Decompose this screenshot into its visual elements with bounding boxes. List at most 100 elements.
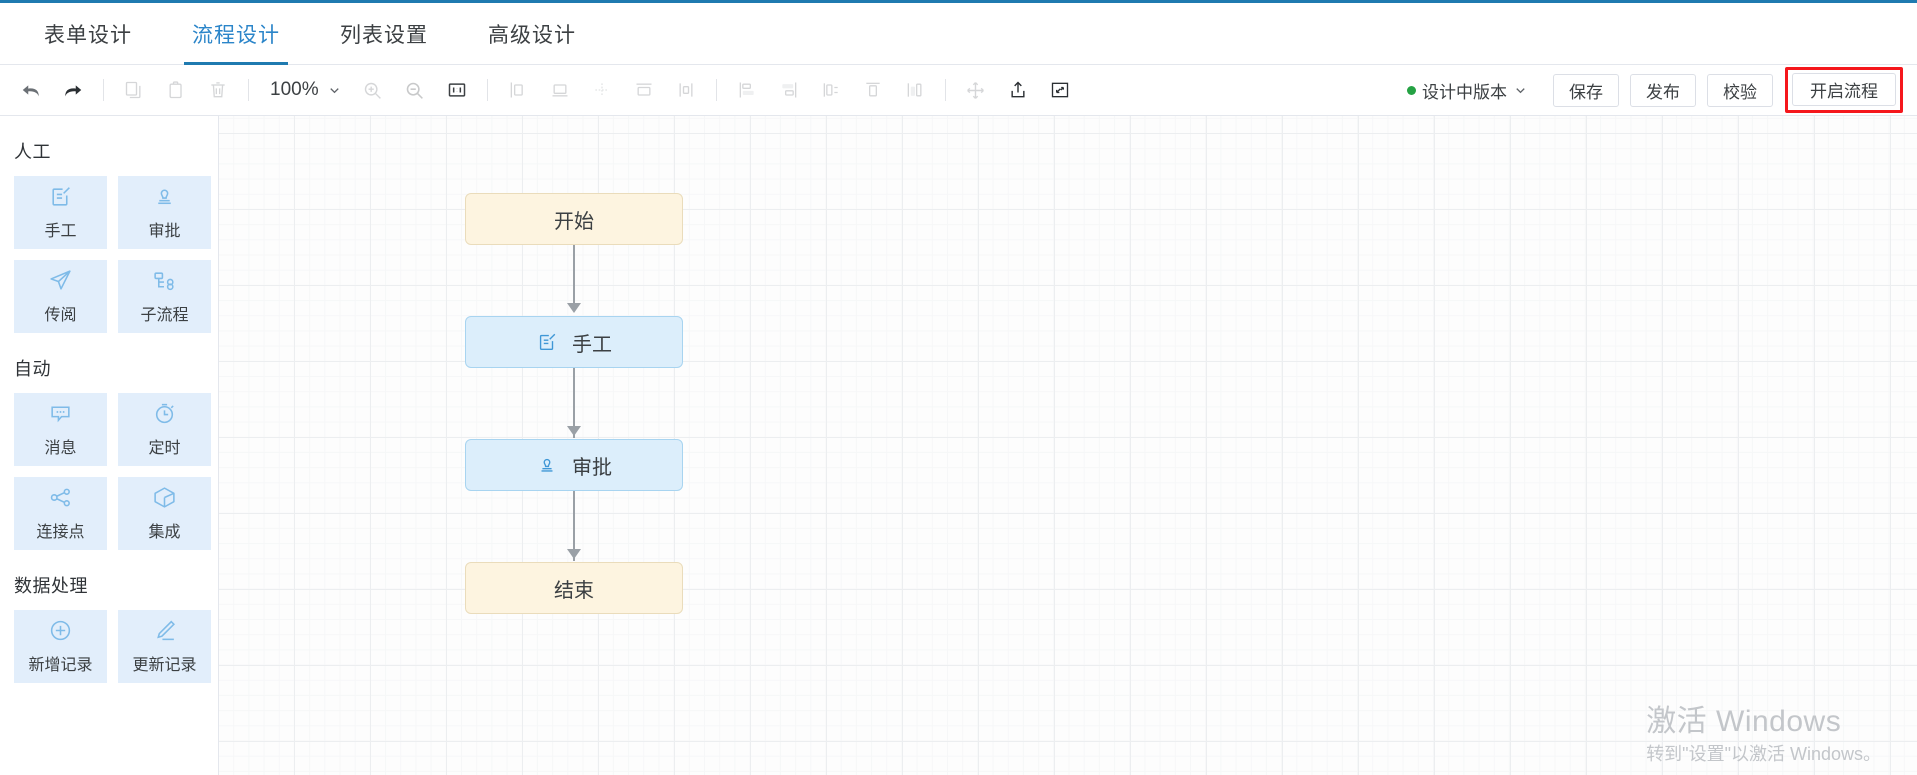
toolbar: 100% [0,65,1917,116]
node-palette-sidebar: 人工 手工 审批 传阅 [0,116,219,775]
palette-item-connector[interactable]: 连接点 [14,477,107,550]
tab-flow-design[interactable]: 流程设计 [162,3,310,65]
distribute-icon[interactable] [581,73,623,107]
palette-item-integration[interactable]: 集成 [118,477,211,550]
palette-item-manual[interactable]: 手工 [14,176,107,249]
save-button[interactable]: 保存 [1553,73,1619,107]
start-flow-button[interactable]: 开启流程 [1792,73,1896,106]
toolbar-separator [944,79,946,101]
align-top-icon[interactable] [623,73,665,107]
version-label: 设计中版本 [1422,82,1507,102]
palette-item-label: 新增记录 [28,656,93,674]
flow-node-end[interactable]: 结束 [465,562,683,614]
tab-label: 表单设计 [44,23,132,47]
palette-item-label: 消息 [44,439,77,457]
palette-item-approval[interactable]: 审批 [118,176,211,249]
start-flow-highlight-box: 开启流程 [1785,67,1903,113]
integration-cube-icon [152,486,177,510]
flow-arrow-head [567,549,581,559]
tab-bar: 表单设计 流程设计 列表设置 高级设计 [0,3,1917,65]
message-bubble-icon [48,402,73,426]
align-center-vertical-icon[interactable] [665,73,707,107]
palette-item-label: 子流程 [140,306,189,324]
version-selector[interactable]: 设计中版本 [1401,78,1542,103]
validate-button[interactable]: 校验 [1707,73,1773,107]
tab-advanced-design[interactable]: 高级设计 [458,3,606,64]
distribute-horizontal-icon[interactable] [810,73,852,107]
move-icon[interactable] [955,73,997,107]
distribute-vertical-icon[interactable] [894,73,936,107]
align-bottom-icon[interactable] [539,73,581,107]
export-icon[interactable] [997,73,1039,107]
fit-screen-icon[interactable] [436,73,478,107]
add-record-icon [48,619,73,643]
redo-icon[interactable] [52,73,94,107]
palette-item-label: 集成 [148,523,181,541]
chevron-down-icon [1516,87,1525,93]
palette-item-update-record[interactable]: 更新记录 [118,610,211,683]
tab-list-settings[interactable]: 列表设置 [310,3,458,64]
flow-node-label: 手工 [572,333,612,356]
timer-clock-icon [152,402,177,426]
chevron-down-icon [329,87,339,93]
watermark-line-1: 激活 Windows [1646,705,1842,738]
palette-item-label: 传阅 [44,306,77,324]
tab-form-design[interactable]: 表单设计 [14,3,162,64]
flow-edge-manual-approval [573,368,575,438]
flow-node-approval[interactable]: 审批 [465,439,683,491]
align-left-icon[interactable] [497,73,539,107]
palette-item-label: 更新记录 [132,656,197,674]
palette-group-title-manual: 人工 [14,142,51,162]
align-horizontal-left-icon[interactable] [726,73,768,107]
undo-icon[interactable] [10,73,52,107]
palette-group-manual: 手工 审批 传阅 子流程 [14,176,211,333]
align-vertical-top-icon[interactable] [852,73,894,107]
tab-label: 高级设计 [488,23,576,47]
body-split: 人工 手工 审批 传阅 [0,116,1917,775]
palette-group-title-data: 数据处理 [14,576,88,596]
palette-item-label: 审批 [148,222,181,240]
toolbar-separator [715,79,717,101]
align-horizontal-right-icon[interactable] [768,73,810,107]
tab-label: 列表设置 [340,23,428,47]
palette-item-add-record[interactable]: 新增记录 [14,610,107,683]
flow-node-label: 结束 [554,579,594,602]
zoom-in-icon[interactable] [352,73,394,107]
tab-label: 流程设计 [192,23,280,47]
zoom-level-selector[interactable]: 100% [258,79,352,101]
palette-item-message[interactable]: 消息 [14,393,107,466]
toolbar-separator [486,79,488,101]
flow-edge-approval-end [573,491,575,561]
windows-activation-watermark: 激活 Windows 转到"设置"以激活 Windows。 [1646,703,1881,767]
palette-item-subprocess[interactable]: 子流程 [118,260,211,333]
palette-group-auto: 消息 定时 连接点 集成 [14,393,211,550]
connector-share-icon [48,486,73,510]
zoom-out-icon[interactable] [394,73,436,107]
flow-node-manual[interactable]: 手工 [465,316,683,368]
circulate-send-icon [48,269,73,293]
zoom-level-value: 100% [270,79,319,100]
top-accent-bar [0,0,1917,3]
approval-stamp-icon [152,185,177,209]
copy-icon[interactable] [113,73,155,107]
paste-icon[interactable] [155,73,197,107]
palette-item-label: 定时 [148,439,181,457]
flow-node-label: 审批 [572,456,612,479]
approval-stamp-icon [536,454,558,476]
palette-group-data: 新增记录 更新记录 [14,610,211,683]
flow-arrow-head [567,303,581,313]
palette-item-label: 连接点 [36,523,85,541]
manual-form-icon [48,185,73,209]
delete-icon[interactable] [197,73,239,107]
update-record-icon [152,619,177,643]
publish-button[interactable]: 发布 [1630,73,1696,107]
flow-canvas[interactable]: 开始 手工 审批 结束 激活 Windows 转到"设置"以激活 [219,116,1917,775]
fullscreen-icon[interactable] [1039,73,1081,107]
flow-node-start[interactable]: 开始 [465,193,683,245]
palette-item-circulate[interactable]: 传阅 [14,260,107,333]
watermark-line-2: 转到"设置"以激活 Windows。 [1646,744,1881,764]
palette-item-timer[interactable]: 定时 [118,393,211,466]
flow-node-label: 开始 [554,210,594,233]
manual-form-icon [536,331,558,353]
toolbar-separator [248,79,249,101]
